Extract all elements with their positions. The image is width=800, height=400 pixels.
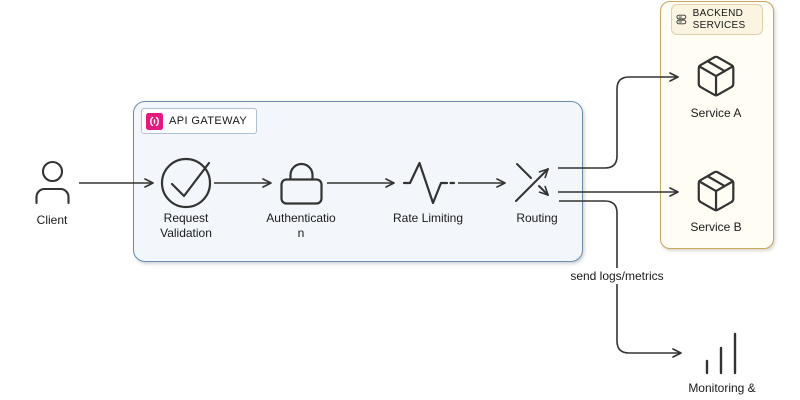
service-b-label: Service B — [690, 220, 742, 234]
step-rate-limiting-label: Rate Limiting — [392, 211, 464, 225]
logs-metrics-edge-label: send logs/metrics — [567, 268, 667, 284]
server-stack-icon — [676, 14, 687, 25]
client-label: Client — [36, 213, 68, 227]
service-a-label: Service A — [690, 106, 742, 120]
step-authentication-label: Authenticatio n — [266, 211, 336, 240]
api-gateway-title-chip: API GATEWAY — [141, 108, 258, 134]
api-gateway-title: API GATEWAY — [169, 115, 248, 127]
backend-services-title: BACKEND SERVICES — [692, 8, 746, 31]
step-request-validation-label: Request Validation — [160, 211, 212, 240]
bar-chart-icon — [705, 332, 737, 375]
api-gateway-icon — [146, 112, 163, 130]
package-icon — [697, 170, 735, 212]
pulse-icon — [402, 161, 456, 205]
step-routing-label: Routing — [516, 211, 558, 225]
person-icon — [35, 160, 70, 205]
crossing-arrows-icon — [515, 163, 549, 202]
package-icon — [697, 55, 735, 97]
monitoring-label: Monitoring & — [688, 381, 756, 395]
check-circle-icon — [160, 157, 212, 209]
edge-routing-to-service-a — [558, 72, 679, 169]
backend-services-title-chip: BACKEND SERVICES — [671, 4, 763, 35]
lock-icon — [280, 162, 323, 205]
edges — [79, 72, 682, 358]
